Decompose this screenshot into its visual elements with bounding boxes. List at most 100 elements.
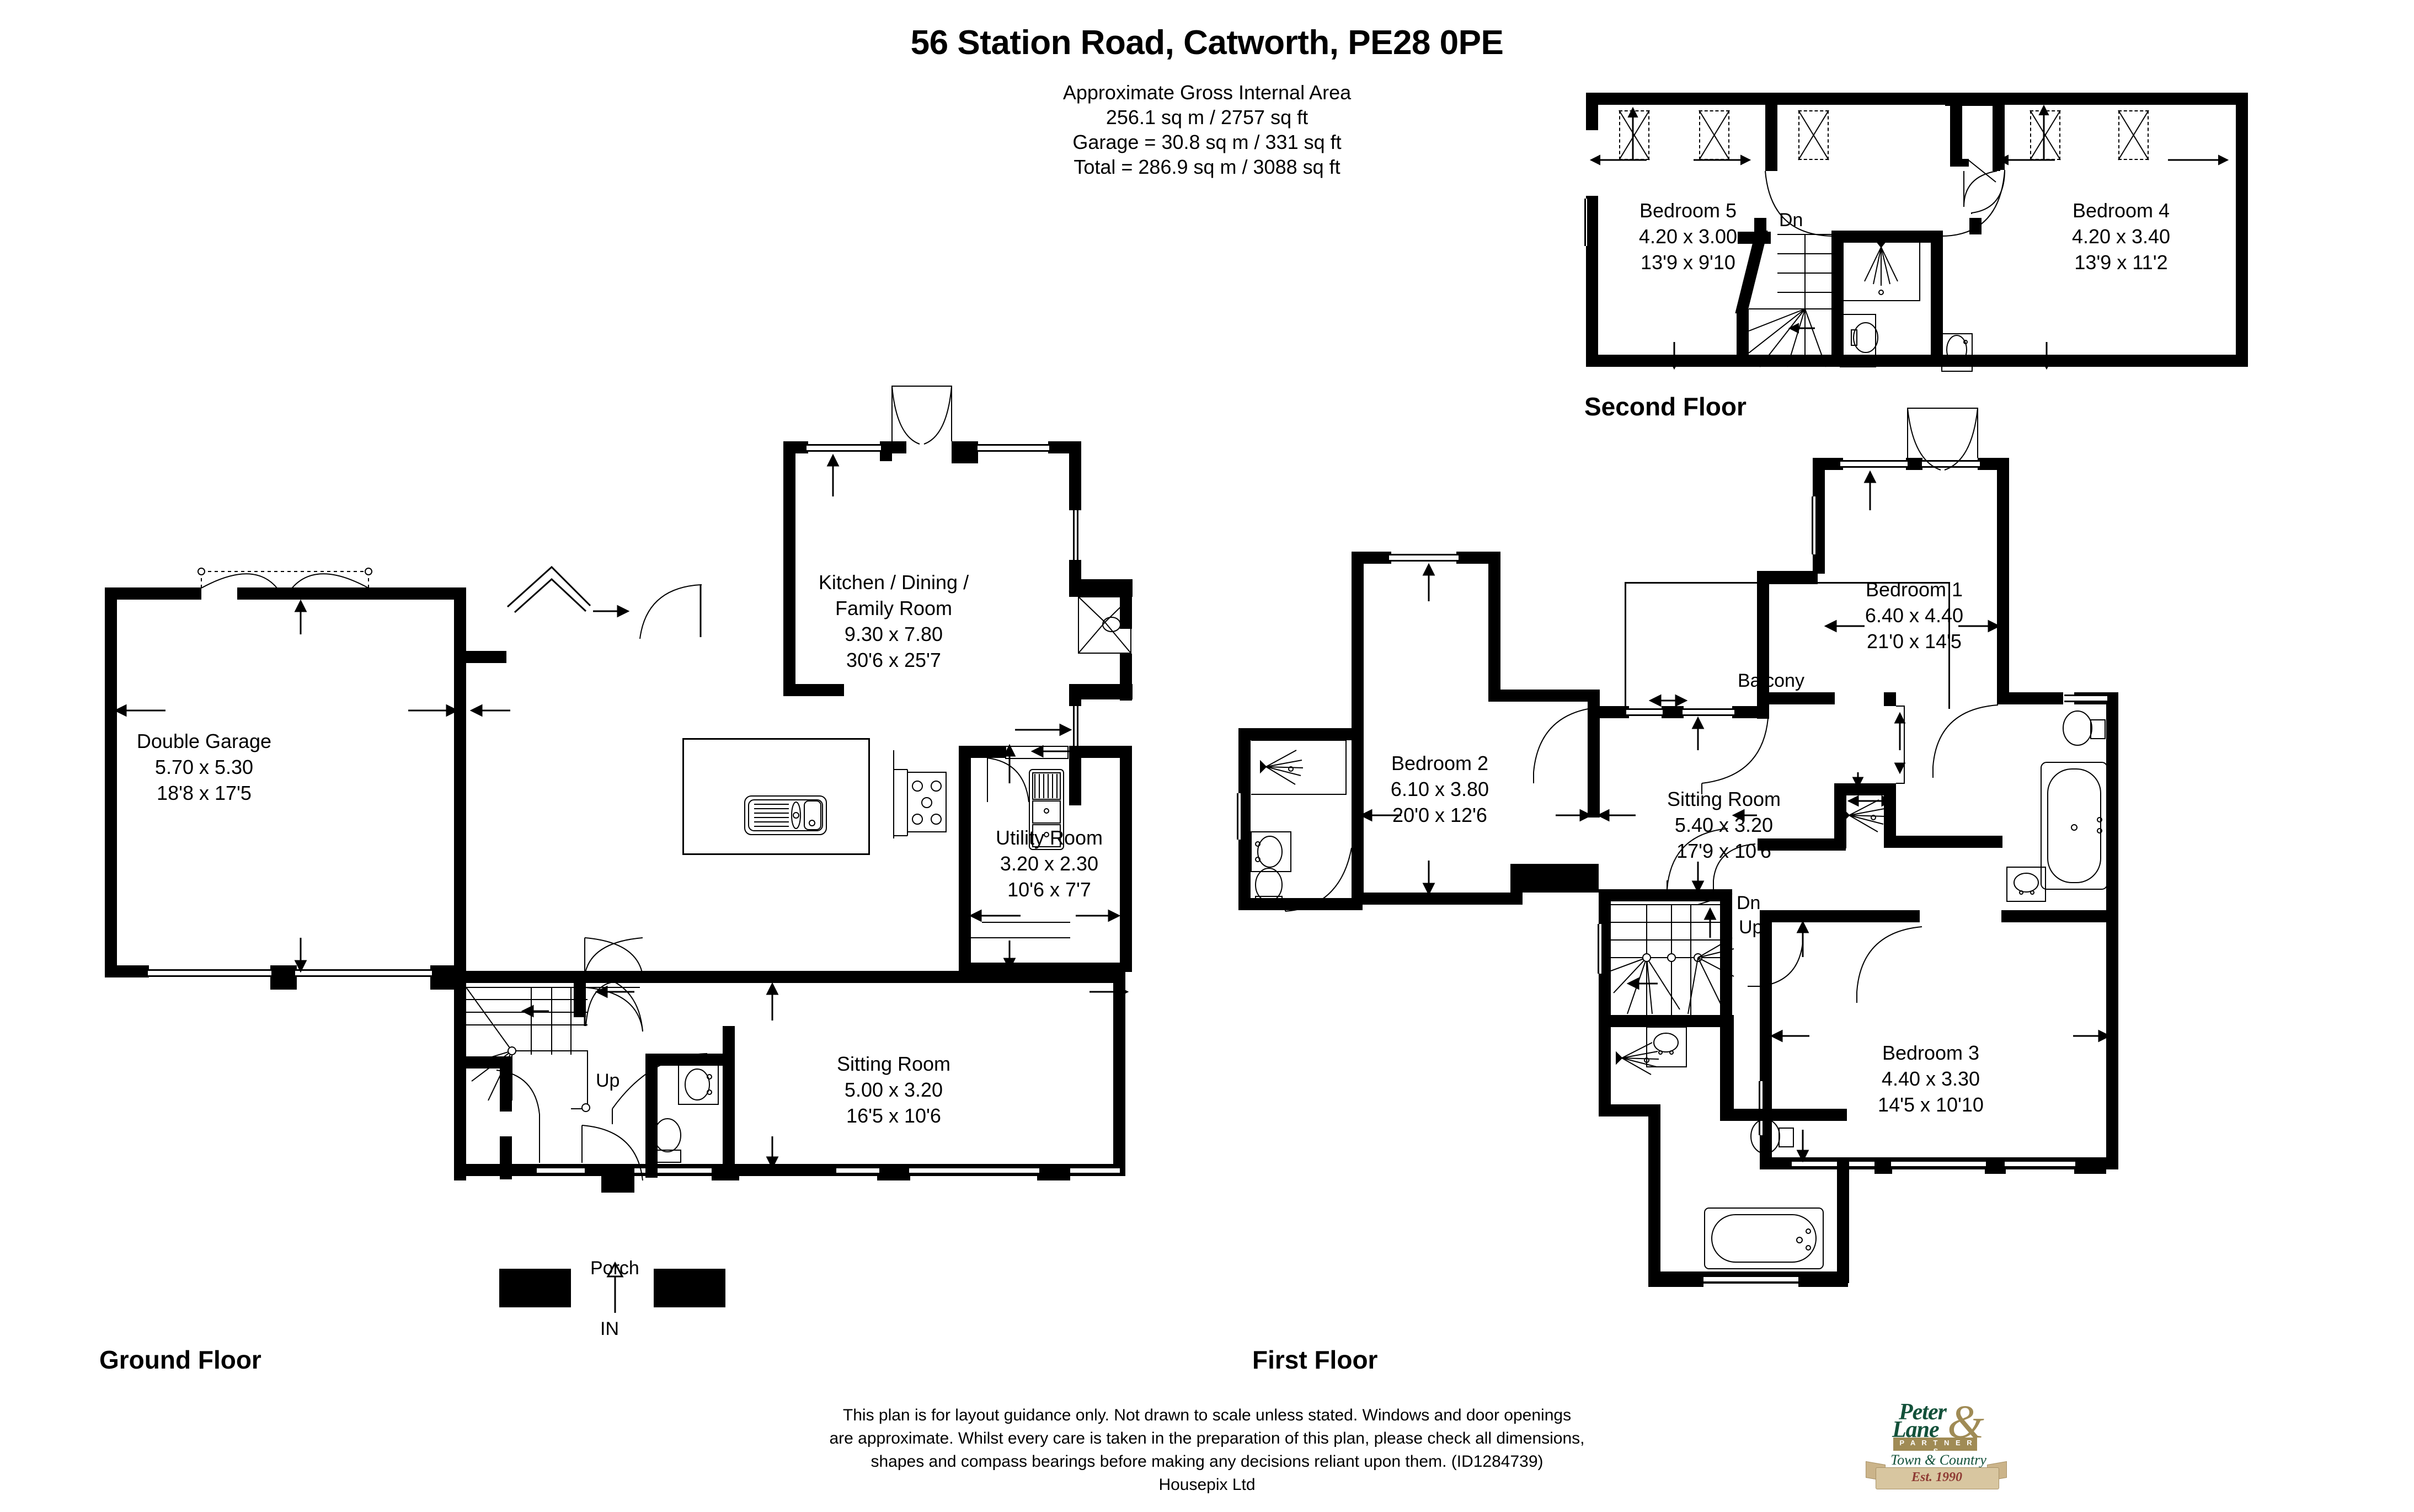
wall-segment: [1950, 93, 1962, 162]
wall-segment: [1352, 552, 1391, 564]
wall-segment: [1813, 458, 1843, 470]
wall-segment: [1765, 93, 1777, 170]
window: [1598, 924, 1603, 974]
room-name: Kitchen / Dining /: [818, 571, 969, 594]
window: [909, 1167, 974, 1174]
room-metric: 9.30 x 7.80: [844, 623, 943, 645]
wall-segment: [1599, 1015, 1734, 1027]
window: [2005, 1160, 2075, 1168]
window: [1792, 1160, 1874, 1168]
wall-segment: [1120, 654, 1132, 701]
logo-bar: [1893, 1438, 1977, 1451]
wall-segment: [1069, 684, 1081, 706]
wall-segment: [1765, 164, 1777, 171]
window: [978, 444, 1049, 452]
window: [1073, 706, 1078, 756]
room-name: Bedroom 4: [2072, 199, 2170, 222]
wall-segment: [959, 750, 971, 855]
entry-label: IN: [600, 1318, 619, 1339]
wall-segment: [2106, 692, 2118, 924]
room-imperial: 10'6 x 7'7: [1007, 878, 1091, 901]
wall-segment: [454, 1056, 512, 1068]
window: [1237, 793, 1242, 840]
room-metric: 4.20 x 3.00: [1638, 225, 1738, 248]
area-internal: 256.1 sq m / 2757 sq ft: [1105, 106, 1309, 129]
wall-segment: [1758, 692, 1835, 704]
rooflight-window: [2118, 110, 2149, 160]
wall-segment: [1720, 1015, 1734, 1120]
rooflight-window: [1798, 110, 1829, 160]
room-metric: 6.10 x 3.80: [1390, 778, 1489, 800]
room-label-utility-room: Utility Room 3.20 x 2.30 10'6 x 7'7: [972, 825, 1126, 902]
wall-segment: [454, 1164, 537, 1176]
room-name: Bedroom 2: [1391, 752, 1489, 774]
room-label-kitchen-dining-family: Kitchen / Dining / Family Room 9.30 x 7.…: [778, 569, 1010, 673]
area-garage: Garage = 30.8 sq m / 331 sq ft: [1072, 131, 1342, 153]
wall-segment: [1037, 1164, 1070, 1180]
window: [295, 969, 432, 977]
stairs-down-label: Dn: [1737, 893, 1761, 913]
page-title: 56 Station Road, Catworth, PE28 0PE: [910, 24, 1504, 62]
window: [1389, 554, 1459, 562]
wall-segment: [601, 1174, 634, 1193]
wall-segment: [1884, 692, 1896, 706]
wall-segment: [454, 651, 466, 982]
wall-segment: [645, 1054, 734, 1066]
wall-segment: [1586, 196, 1598, 367]
wall-segment: [1648, 1104, 1660, 1284]
window: [1759, 1081, 1764, 1135]
porch-label: Porch: [590, 1258, 639, 1279]
window: [1702, 1275, 1799, 1283]
room-metric: 4.40 x 3.30: [1881, 1067, 1980, 1090]
wall-segment: [1754, 218, 1766, 234]
room-imperial: 16'5 x 10'6: [846, 1104, 941, 1127]
wall-segment: [2074, 1157, 2106, 1174]
peter-lane-logo: Peter Lane & P A R T N E R S Town & Coun…: [1866, 1395, 2036, 1490]
wall-segment: [1599, 1104, 1657, 1116]
wall-segment: [1069, 746, 1131, 758]
wall-segment: [1599, 889, 1611, 1016]
room-imperial: 14'5 x 10'10: [1878, 1093, 1984, 1116]
room-imperial: 13'9 x 9'10: [1641, 251, 1735, 274]
wall-segment: [959, 852, 971, 973]
wall-segment: [1488, 690, 1599, 702]
wall-segment: [1238, 728, 1251, 910]
disclaimer-line-1: This plan is for layout guidance only. N…: [842, 1406, 1572, 1424]
wall-segment: [270, 965, 297, 990]
wall-segment: [952, 441, 978, 463]
wall-segment: [1945, 93, 1995, 106]
room-name-2: Family Room: [835, 597, 953, 619]
wall-segment: [1950, 159, 1969, 167]
wall-segment: [645, 1054, 658, 1178]
wall-segment: [454, 651, 506, 663]
second-floor-label: Second Floor: [1584, 392, 1747, 421]
wall-segment: [1760, 910, 1920, 922]
stairs-up-label: Up: [596, 1070, 620, 1091]
room-name: Double Garage: [136, 730, 272, 752]
room-label-bedroom-3: Bedroom 3 4.40 x 3.30 14'5 x 10'10: [1848, 1040, 2014, 1118]
wall-segment: [723, 1026, 735, 1178]
porch-wall: [705, 1269, 725, 1283]
room-imperial: 13'9 x 11'2: [2074, 251, 2168, 274]
wall-segment: [2106, 910, 2118, 1169]
disclaimer-line-4: Housepix Ltd: [1158, 1476, 1256, 1494]
room-label-bedroom-1: Bedroom 1 6.40 x 4.40 21'0 x 14'5: [1837, 576, 1991, 654]
logo-ampersand: &: [1947, 1395, 1984, 1448]
wall-segment: [454, 971, 466, 1180]
room-imperial: 30'6 x 25'7: [846, 649, 941, 671]
wall-segment: [1586, 93, 2248, 105]
wall-segment: [783, 684, 844, 696]
room-name: Sitting Room: [1667, 788, 1781, 810]
window: [1070, 1167, 1120, 1174]
balcony-label: Balcony: [1738, 670, 1804, 691]
window: [836, 1167, 879, 1174]
window: [974, 1167, 1039, 1174]
room-metric: 5.40 x 3.20: [1674, 814, 1774, 836]
window: [148, 969, 271, 977]
wall-segment: [2001, 910, 2107, 922]
window: [528, 1167, 585, 1174]
window: [1812, 496, 1817, 554]
area-total: Total = 286.9 sq m / 3088 sq ft: [1074, 156, 1340, 178]
wall-segment: [1906, 458, 1922, 470]
